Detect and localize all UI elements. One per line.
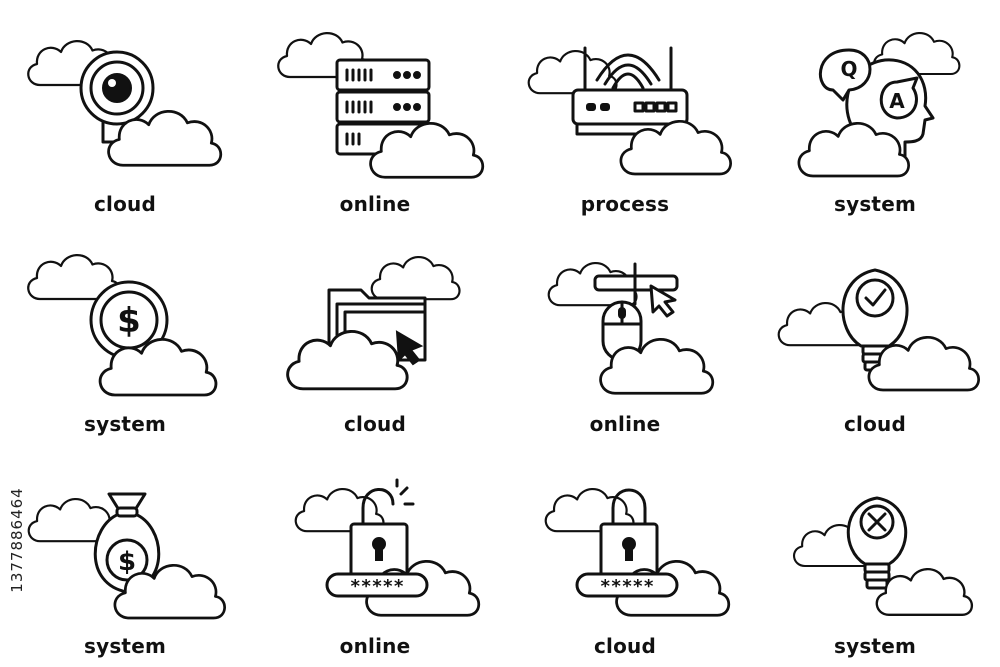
cloud-webcam-icon — [27, 39, 223, 167]
cloud-qa-head-icon: Q A — [797, 31, 961, 178]
cloud-router-icon — [527, 46, 732, 176]
icon-tile-cloud-locked-password: ***** cloud — [500, 444, 750, 666]
question-letter: Q — [840, 57, 857, 81]
cloud-bulb-cross-icon — [792, 496, 974, 616]
answer-letter: A — [889, 89, 905, 113]
icon-tile-cloud-folder: cloud — [250, 222, 500, 444]
stock-id: 1377886464 — [6, 420, 28, 660]
icon-tile-cloud-webcam: cloud — [0, 0, 250, 222]
icon-label: cloud — [593, 634, 656, 658]
cloud-locked-password-icon: ***** — [544, 487, 731, 617]
cloud-dollar-coin-icon: $ — [27, 253, 218, 397]
cloud-bulb-check-icon — [777, 268, 980, 392]
dollar-sign: $ — [118, 547, 136, 577]
icon-label: cloud — [93, 192, 156, 216]
password-mask: ***** — [350, 576, 404, 597]
icon-label: online — [589, 412, 661, 436]
icon-label: system — [833, 634, 916, 658]
cloud-unlocked-password-icon: ***** — [294, 478, 481, 617]
cloud-mouse-click-icon — [547, 261, 715, 395]
icon-label: system — [83, 634, 166, 658]
icon-tile-cloud-qa-head: Q A system — [750, 0, 1000, 222]
icon-label: process — [580, 192, 670, 216]
icon-tile-cloud-dollar-coin: $ system — [0, 222, 250, 444]
cloud-folder-cursor-icon — [286, 255, 461, 391]
icon-label: cloud — [343, 412, 406, 436]
icon-tile-cloud-bulb-cross: system — [750, 444, 1000, 666]
icon-tile-cloud-bulb-check: cloud — [750, 222, 1000, 444]
cloud-money-bag-icon: $ — [27, 492, 226, 620]
icon-tile-cloud-server: online — [250, 0, 500, 222]
icon-tile-cloud-mouse: online — [500, 222, 750, 444]
stock-id-text: 1377886464 — [8, 487, 26, 593]
dollar-sign: $ — [117, 301, 141, 341]
password-mask: ***** — [600, 576, 654, 597]
icon-label: online — [339, 634, 411, 658]
icon-label: system — [83, 412, 166, 436]
icon-tile-cloud-unlocked-password: ***** online — [250, 444, 500, 666]
icon-label: system — [833, 192, 916, 216]
cloud-server-icon — [277, 31, 485, 179]
icon-label: cloud — [843, 412, 906, 436]
icon-tile-cloud-money-bag: $ system — [0, 444, 250, 666]
icon-tile-cloud-router: process — [500, 0, 750, 222]
icon-label: online — [339, 192, 411, 216]
